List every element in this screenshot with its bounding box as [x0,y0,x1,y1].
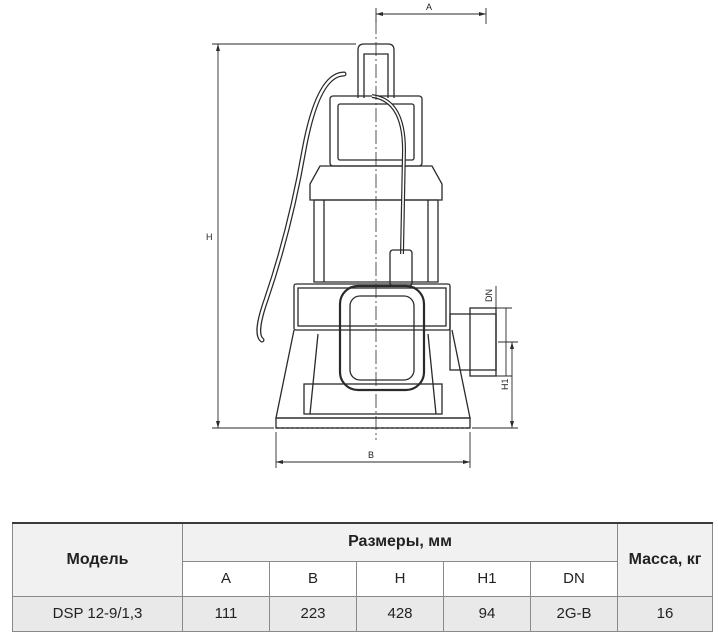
model-header: Модель [12,522,183,597]
pump-outlet [449,313,497,371]
col-header-b: B [269,560,357,597]
mass-header: Масса, кг [617,522,713,597]
dim-label-h1: H1 [500,378,510,390]
pump-flange [293,283,451,331]
pump-foot [275,417,471,429]
pump-dimension-drawing: A H B DN H1 [206,2,518,468]
pump-base [275,329,471,419]
value-b: 223 [269,595,357,632]
value-mass: 16 [617,595,713,632]
value-a: 111 [182,595,270,632]
value-h1: 94 [443,595,531,632]
dim-label-a: A [426,2,432,12]
col-header-dn: DN [530,560,618,597]
pump-shoulder [309,165,443,201]
col-header-h1: H1 [443,560,531,597]
dim-label-b: B [368,450,374,460]
pump-motor-body [313,199,439,283]
power-cable [256,71,347,343]
table-row: DSP 12-9/1,3 111 223 428 94 2G-B 16 [12,595,713,632]
dims-header: Размеры, мм [182,522,618,562]
float-switch [338,284,426,392]
value-dn: 2G-B [530,595,618,632]
col-header-h: H [356,560,444,597]
spec-table: Модель Размеры, мм Масса, кг A B H H1 DN… [12,522,713,632]
value-h: 428 [356,595,444,632]
dim-label-h: H [206,232,213,242]
model-cell: DSP 12-9/1,3 [12,595,183,632]
dim-label-dn: DN [484,289,494,302]
col-header-a: A [182,560,270,597]
